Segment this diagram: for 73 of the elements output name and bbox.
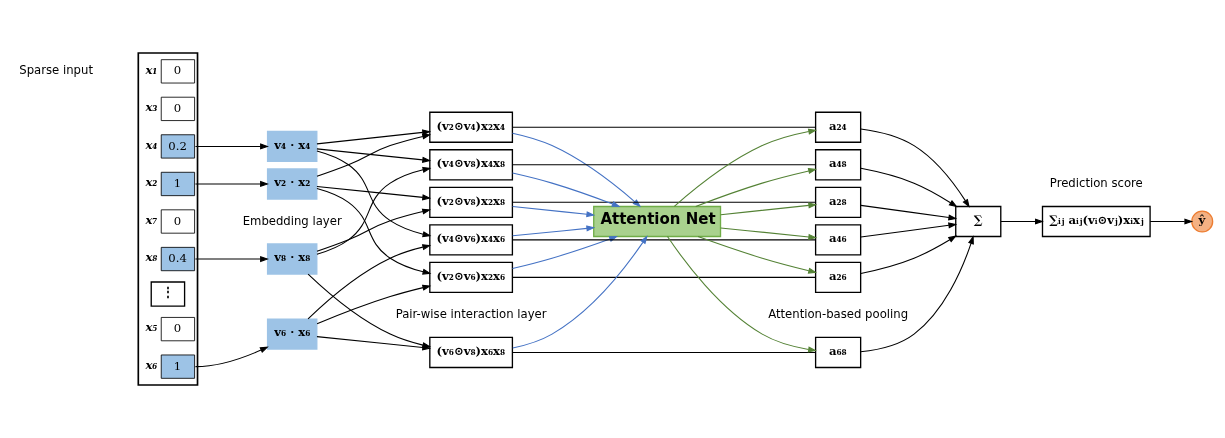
node-box: (v₆⊙v₈)x₆x₈ (429, 336, 514, 369)
arrow (194, 346, 269, 368)
connector (511, 239, 816, 241)
label: Sparse input (19, 63, 93, 78)
arrow (860, 235, 974, 353)
node-box: ∑ᵢⱼ aᵢⱼ(vᵢ⊙vⱼ)xᵢxⱼ (1041, 205, 1151, 238)
arrow (512, 206, 596, 218)
arrow (860, 222, 958, 238)
node-box: ∑ (955, 205, 1002, 238)
node-label: x₅ (145, 320, 158, 335)
arrow (860, 235, 957, 274)
node-box: v₄ · x₄ (266, 130, 318, 163)
node-label: x₈ (145, 250, 158, 265)
node-box: a₂₆ (814, 261, 862, 294)
arrow (194, 255, 269, 263)
node-box: (v₂⊙v₆)x₂x₆ (429, 261, 514, 294)
arrow (512, 172, 621, 208)
node-box: v₈ · x₈ (266, 243, 318, 275)
label: Attention-based pooling (768, 307, 909, 322)
node-box: a₂₈ (814, 186, 862, 218)
arrow (720, 202, 818, 216)
arrow (860, 128, 970, 208)
label: Prediction score (1049, 176, 1143, 191)
cluster (137, 52, 199, 386)
arrow (194, 180, 269, 188)
connector (511, 201, 816, 203)
node-box: (v₂⊙v₄)x₂x₄ (429, 111, 514, 143)
arrow (316, 148, 432, 163)
node-box: ⋮ (150, 281, 186, 307)
node-box: a₆₈ (814, 336, 862, 369)
node-label: x₂ (145, 175, 158, 190)
connector (511, 164, 816, 166)
arrow (1149, 218, 1194, 225)
node-label: x₆ (145, 357, 158, 372)
arrow (697, 236, 818, 274)
arrow (673, 128, 818, 207)
label: Pair-wise interaction layer (395, 307, 547, 322)
arrow (1000, 218, 1044, 225)
arrow (316, 166, 432, 255)
connector (511, 126, 816, 128)
arrow (316, 185, 432, 201)
node-circle: ŷ (1191, 210, 1214, 233)
arrow (860, 204, 958, 221)
node-label: x₄ (145, 137, 158, 152)
node-label: x₃ (145, 100, 158, 115)
arrow (316, 133, 432, 177)
arrow (666, 236, 817, 353)
arrow (512, 225, 596, 237)
arrow (316, 187, 432, 275)
arrow (316, 208, 432, 252)
arrow (316, 150, 432, 238)
node-box: v₆ · x₆ (266, 318, 318, 350)
arrow (194, 143, 269, 150)
arrow (307, 244, 432, 320)
arrow (511, 132, 642, 208)
node-label: x₇ (145, 212, 158, 227)
node-box: Attention Net (593, 205, 722, 238)
arrow (720, 227, 818, 240)
arrow (860, 167, 958, 208)
node-label: x₁ (145, 62, 158, 77)
arrow (695, 168, 818, 207)
arrow (316, 284, 432, 325)
node-box: (v₄⊙v₆)x₄x₆ (429, 224, 514, 256)
node-box: a₂₄ (814, 111, 862, 143)
node-box: v₂ · x₂ (266, 168, 318, 200)
node-box: (v₄⊙v₈)x₄x₈ (429, 149, 514, 181)
node-box: a₄₈ (814, 149, 862, 181)
node-box: a₄₆ (814, 224, 862, 256)
node-box: (v₂⊙v₈)x₂x₈ (429, 186, 514, 218)
connector (511, 351, 816, 353)
arrow (316, 129, 432, 145)
label: Embedding layer (242, 213, 342, 228)
connector (511, 276, 816, 278)
